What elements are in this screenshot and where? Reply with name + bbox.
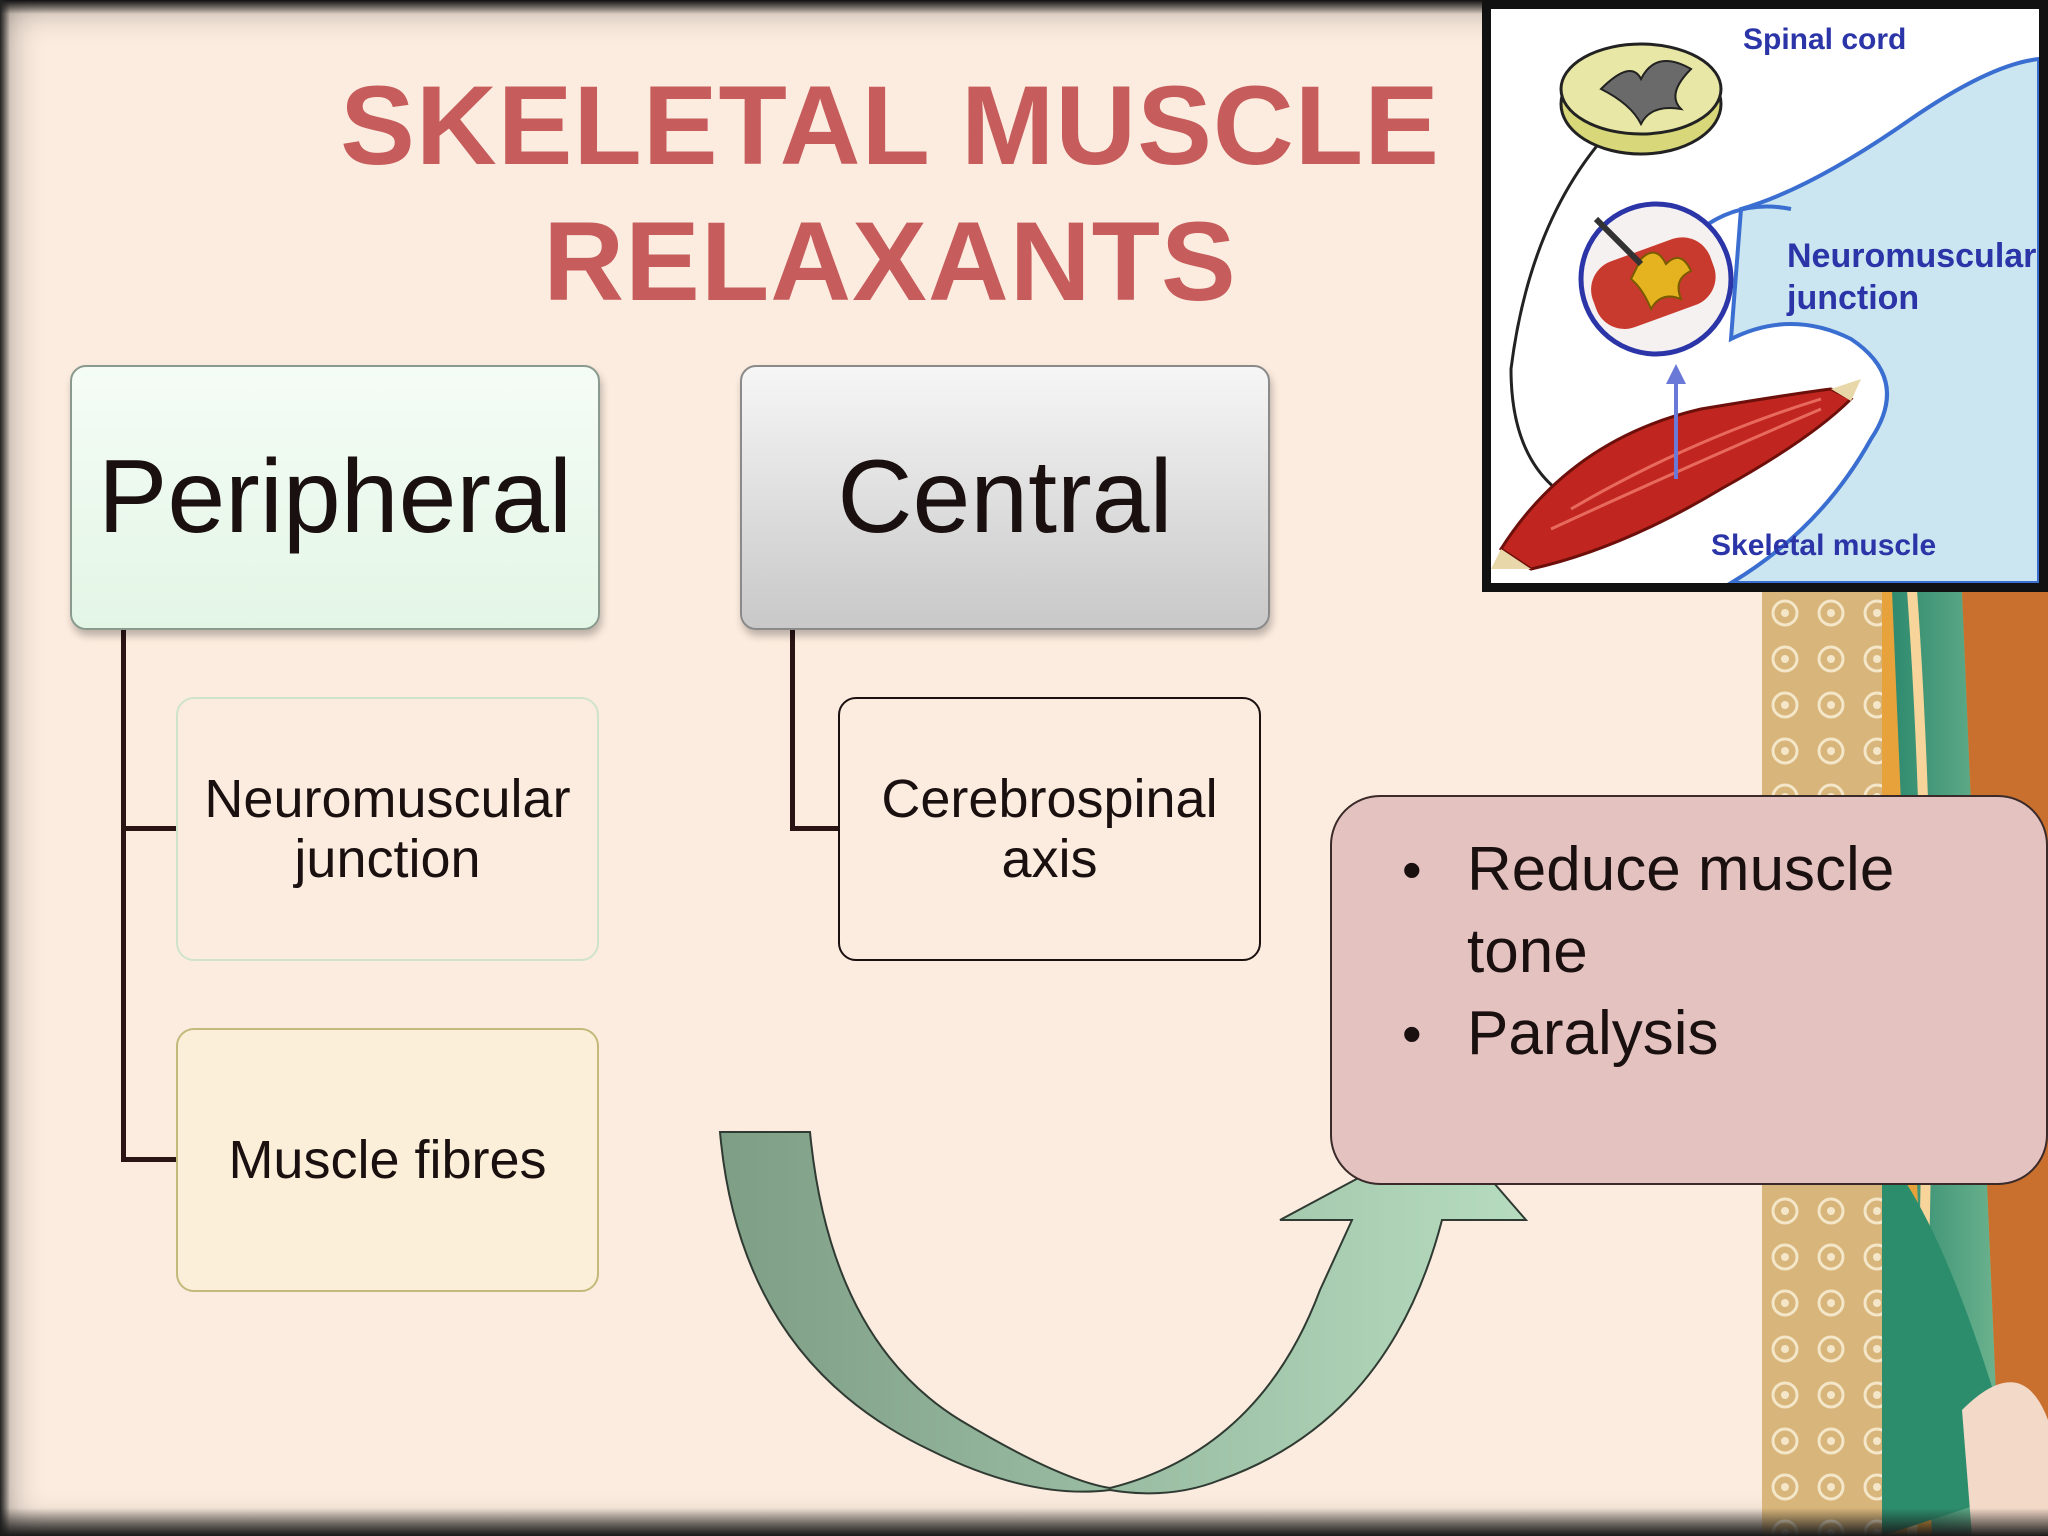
effects-box: Reduce muscle tone Paralysis [1330,795,2048,1185]
left-shadow-band [0,0,10,1536]
peripheral-category-box: Peripheral [70,365,600,630]
neuromuscular-junction-box: Neuromuscular junction [176,697,599,961]
central-label: Central [837,439,1173,555]
title-line-1: SKELETAL MUSCLE [340,63,1440,188]
peripheral-connector-mf [121,1157,176,1162]
effect-item: Paralysis [1372,993,2012,1075]
bottom-shadow-band [0,1508,2048,1536]
muscle-fibres-label: Muscle fibres [228,1130,547,1190]
muscle-fibres-box: Muscle fibres [176,1028,599,1292]
slide-title: SKELETAL MUSCLE RELAXANTS [300,58,1480,330]
central-connector-vertical [790,630,795,831]
effects-list: Reduce muscle tone Paralysis [1372,829,2012,1075]
skeletal-muscle-label: Skeletal muscle [1711,529,1937,562]
peripheral-label: Peripheral [97,439,573,555]
cerebrospinal-axis-label: Cerebrospinal axis [881,769,1218,889]
central-connector-csa [790,826,838,831]
spinal-cord-label: Spinal cord [1743,23,1907,56]
peripheral-connector-vertical [121,630,126,1162]
neuromuscular-diagram-inset: Spinal cord Neuromuscular junction Skele… [1482,0,2048,592]
curved-arrow [718,1128,1529,1495]
title-line-2: RELAXANTS [543,199,1237,324]
neuromuscular-junction-label: Neuromuscular junction [204,769,571,889]
central-category-box: Central [740,365,1270,630]
anatomy-illustration [1491,42,2039,583]
peripheral-connector-nmj [121,826,176,831]
effect-item: Reduce muscle tone [1372,829,2012,993]
cerebrospinal-axis-box: Cerebrospinal axis [838,697,1261,961]
neuromuscular-junction-inset-label: Neuromuscular junction [1787,237,2037,317]
